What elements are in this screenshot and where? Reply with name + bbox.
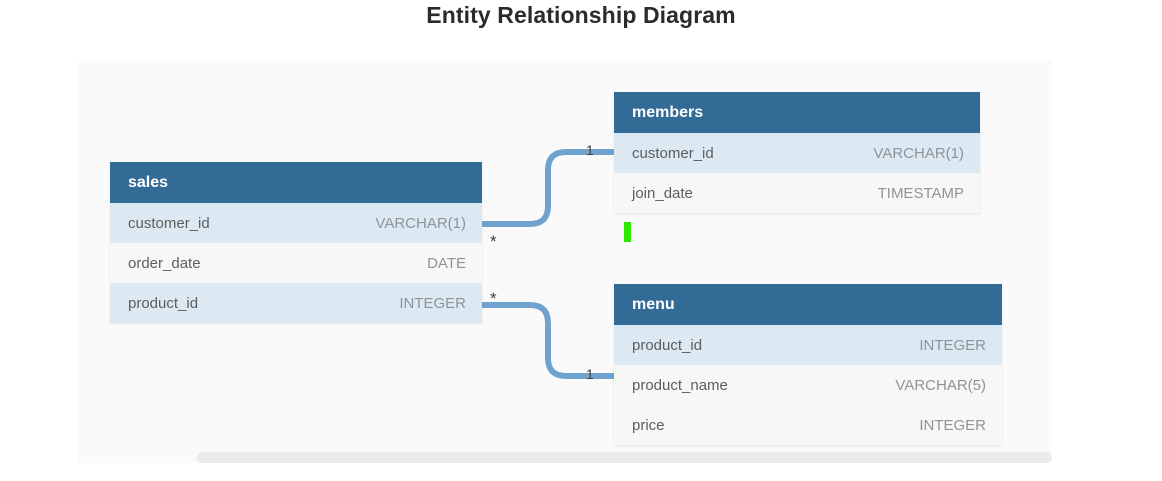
column-type: VARCHAR(1) [873,144,964,162]
cardinality-sales-many-menu: * [490,289,497,308]
column-name: product_name [632,376,728,394]
column-type: INTEGER [919,336,986,354]
connector-sales-members [479,149,617,227]
column-name: product_id [632,336,703,354]
column-type: TIMESTAMP [877,184,964,202]
column-name: customer_id [632,144,714,162]
column-type: VARCHAR(1) [375,214,466,232]
entity-table-members[interactable]: members customer_id VARCHAR(1) join_date… [614,92,980,213]
cardinality-sales-many-members: * [490,232,497,251]
cardinality-members-one: 1 [586,142,594,158]
entity-row[interactable]: price INTEGER [614,405,1002,445]
column-type: INTEGER [399,294,466,312]
column-name: join_date [632,184,693,202]
entity-row[interactable]: customer_id VARCHAR(1) [614,133,980,173]
column-name: product_id [128,294,199,312]
entity-row[interactable]: join_date TIMESTAMP [614,173,980,213]
column-type: INTEGER [919,416,986,434]
column-type: VARCHAR(5) [895,376,986,394]
column-type: DATE [427,254,466,272]
column-name: customer_id [128,214,210,232]
entity-header-members[interactable]: members [614,92,980,133]
column-name: price [632,416,665,434]
entity-row[interactable]: product_id INTEGER [110,283,482,323]
page-title: Entity Relationship Diagram [426,2,736,28]
connector-sales-menu [479,302,617,379]
entity-table-sales[interactable]: sales customer_id VARCHAR(1) order_date … [110,162,482,323]
entity-header-menu[interactable]: menu [614,284,1002,325]
column-name: order_date [128,254,201,272]
entity-row[interactable]: order_date DATE [110,243,482,283]
entity-row[interactable]: product_id INTEGER [614,325,1002,365]
erd-canvas[interactable]: 1 * * 1 sales customer_id VARCHAR(1) ord… [78,60,1052,463]
entity-row[interactable]: product_name VARCHAR(5) [614,365,1002,405]
entity-row[interactable]: customer_id VARCHAR(1) [110,203,482,243]
text-caret-marker [624,222,631,242]
horizontal-scrollbar[interactable] [197,452,1052,463]
cardinality-menu-one: 1 [586,366,594,382]
entity-table-menu[interactable]: menu product_id INTEGER product_name VAR… [614,284,1002,445]
entity-header-sales[interactable]: sales [110,162,482,203]
